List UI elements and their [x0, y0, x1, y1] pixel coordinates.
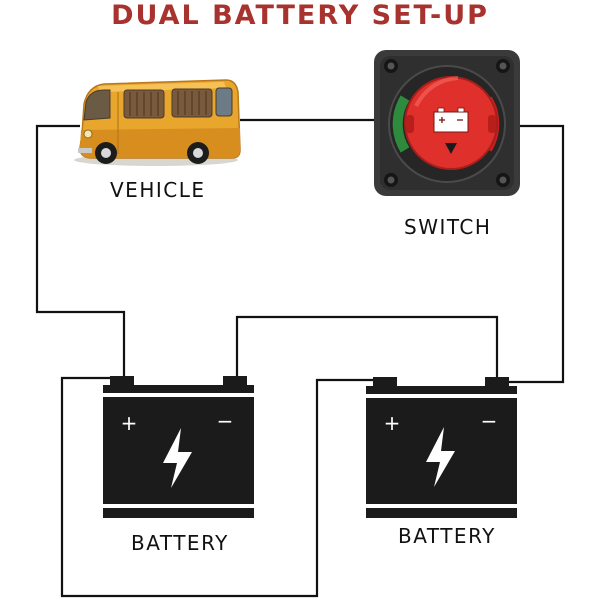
right-battery-label: BATTERY: [398, 524, 496, 548]
right-battery-minus-symbol: −: [481, 409, 498, 433]
battery-switch-icon: [374, 50, 520, 196]
wire-switch-to-right-battery-negative: [497, 124, 565, 384]
switch-label: SWITCH: [404, 215, 492, 239]
diagram-title: DUAL BATTERY SET-UP: [111, 0, 489, 31]
left-battery-plus-symbol: +: [121, 411, 138, 435]
lightning-bolt-icon: [163, 428, 192, 488]
left-battery-minus-symbol: −: [217, 409, 234, 433]
wire-left-negative-to-right-positive: [235, 315, 499, 380]
lightning-bolt-icon: [426, 427, 455, 487]
right-battery-plus-symbol: +: [384, 411, 401, 435]
wiring: [35, 118, 565, 598]
left-battery-label: BATTERY: [131, 531, 229, 555]
vehicle-label: VEHICLE: [110, 178, 206, 202]
battery-icon: [366, 377, 517, 518]
wire-left-battery-loop: [60, 376, 289, 598]
battery-icon: [103, 376, 254, 518]
wire-vehicle-to-left-battery-positive: [35, 124, 126, 378]
van-icon: [74, 79, 241, 166]
wire-right-battery-loop: [289, 378, 382, 598]
